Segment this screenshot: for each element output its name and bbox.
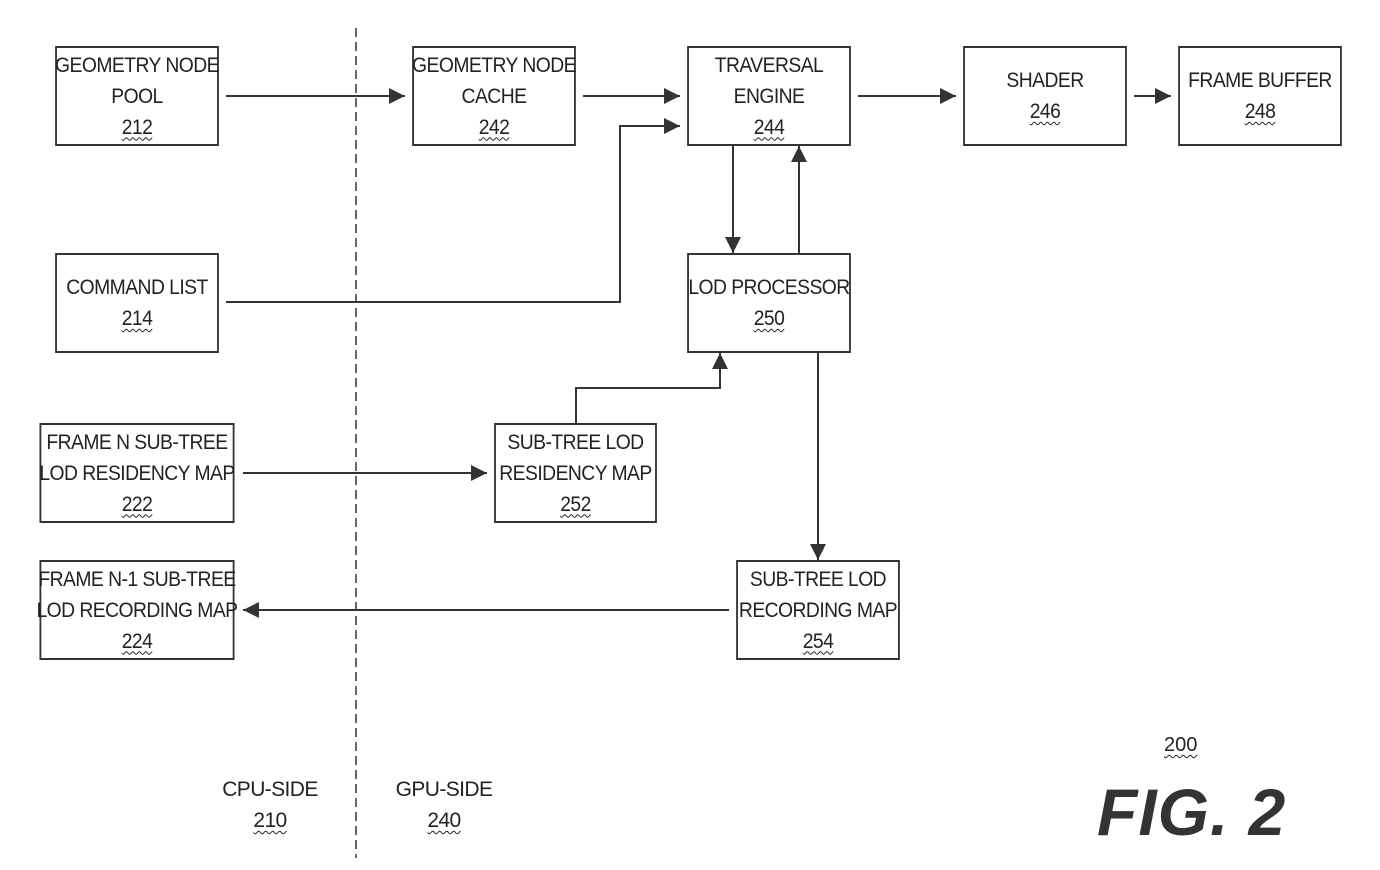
region-label: CPU-SIDE: [222, 778, 318, 801]
node-label: CACHE: [461, 84, 527, 108]
node-lod-processor: LOD PROCESSOR 250: [687, 253, 851, 353]
node-subtree-lod-residency-map: SUB-TREE LOD RESIDENCY MAP 252: [494, 423, 657, 523]
node-ref: 224: [121, 629, 153, 653]
node-label: RESIDENCY MAP: [499, 461, 652, 485]
node-ref: 254: [802, 629, 834, 653]
edge-subtree-residency-to-lod-processor: [575, 353, 728, 423]
node-ref: 246: [1029, 100, 1061, 123]
node-frame-n-subtree-lod-residency-map: FRAME N SUB-TREE LOD RESIDENCY MAP 222: [39, 423, 235, 523]
node-label: POOL: [111, 84, 163, 108]
node-ref: 242: [478, 115, 510, 139]
node-label: FRAME N SUB-TREE: [46, 430, 228, 454]
node-geometry-node-cache: GEOMETRY NODE CACHE 242: [412, 46, 576, 146]
node-ref: 244: [753, 115, 785, 139]
region-cpu-side: CPU-SIDE 210: [210, 774, 330, 836]
edge-command-list-to-traversal-engine: [226, 118, 680, 303]
node-ref: 248: [1244, 100, 1276, 123]
node-shader: SHADER 246: [963, 46, 1127, 146]
node-label: RECORDING MAP: [738, 598, 898, 622]
node-label: TRAVERSAL: [714, 53, 824, 77]
node-frame-n-1-subtree-lod-recording-map: FRAME N-1 SUB-TREE LOD RECORDING MAP 224: [36, 560, 238, 660]
region-label: GPU-SIDE: [395, 778, 493, 801]
node-subtree-lod-recording-map: SUB-TREE LOD RECORDING MAP 254: [736, 560, 900, 660]
node-label: SUB-TREE LOD: [749, 567, 887, 591]
node-geometry-node-pool: GEOMETRY NODE POOL 212: [55, 46, 219, 146]
node-label: FRAME BUFFER: [1188, 69, 1332, 92]
region-gpu-side: GPU-SIDE 240: [384, 774, 504, 836]
node-label: GEOMETRY NODE: [55, 53, 219, 77]
node-label: LOD PROCESSOR: [688, 276, 850, 299]
node-label: LOD RECORDING MAP: [36, 598, 238, 622]
node-label: COMMAND LIST: [66, 276, 208, 299]
region-ref: 240: [427, 809, 461, 832]
node-label: FRAME N-1 SUB-TREE: [38, 567, 236, 591]
node-label: SHADER: [1006, 69, 1084, 92]
node-traversal-engine: TRAVERSAL ENGINE 244: [687, 46, 851, 146]
node-frame-buffer: FRAME BUFFER 248: [1178, 46, 1342, 146]
node-label: SUB-TREE LOD: [507, 430, 644, 454]
node-ref: 212: [121, 115, 153, 139]
node-ref: 222: [121, 492, 153, 516]
node-label: LOD RESIDENCY MAP: [39, 461, 235, 485]
node-command-list: COMMAND LIST 214: [55, 253, 219, 353]
node-ref: 214: [121, 307, 153, 330]
region-ref: 210: [253, 809, 287, 832]
figure-title: FIG. 2: [1097, 775, 1287, 849]
node-label: ENGINE: [733, 84, 805, 108]
figure-reference: 200: [1164, 734, 1198, 756]
node-ref: 250: [753, 307, 785, 330]
node-ref: 252: [560, 492, 591, 516]
node-label: GEOMETRY NODE: [412, 53, 576, 77]
